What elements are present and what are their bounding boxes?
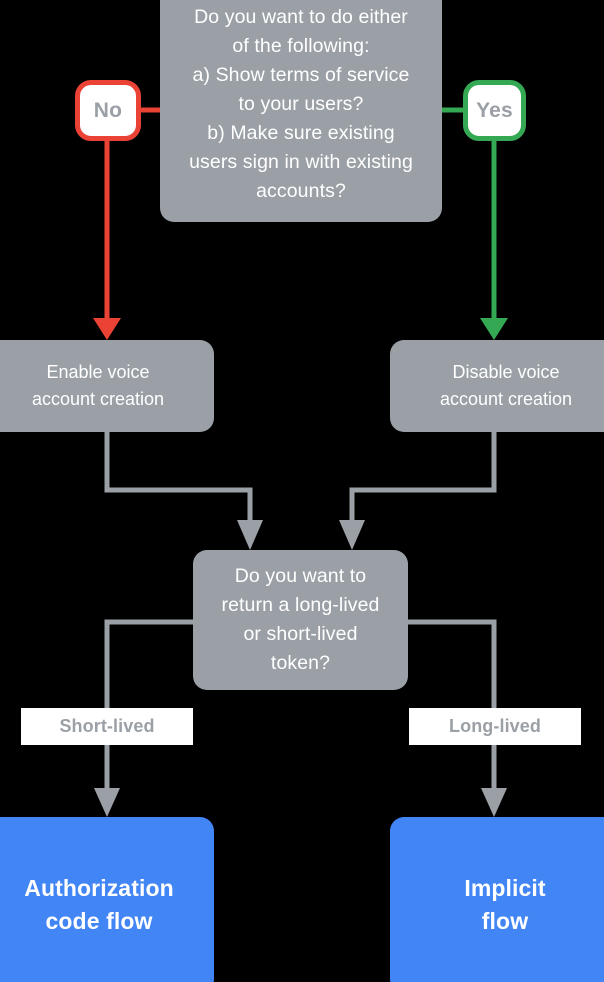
decision-node-token-lifetime: Do you want to return a long-lived or sh… [193,550,408,690]
edge-badge-yes-label: Yes [476,98,513,122]
edge-badge-no-label: No [93,98,123,122]
process-node-enable-voice-account-creation: Enable voice account creation [0,340,214,432]
edge-label-long-lived: Long-lived [409,708,581,745]
terminal-node-authorization-code-flow: Authorization code flow [0,817,214,982]
terminal-implicit-flow-text: Implicit flow [464,875,546,934]
process-node-disable-voice-account-creation: Disable voice account creation [390,340,604,432]
edge-no-arrowhead [93,318,121,340]
edge-badge-no: No [75,80,141,141]
decision-terms-text: Do you want to do either of the followin… [189,6,413,202]
edge-yes-arrowhead [480,318,508,340]
edge-label-short-lived: Short-lived [21,708,193,745]
decision-node-terms-of-service: Do you want to do either of the followin… [160,0,442,222]
edge-enable-arrowhead [237,520,263,550]
edge-long-arrowhead [481,788,507,817]
edge-enable-to-token [104,432,253,522]
edge-disable-to-token [349,432,497,522]
edge-label-long-lived-text: Long-lived [449,716,541,736]
edge-token-to-implicit [408,619,497,790]
terminal-node-implicit-flow: Implicit flow [390,817,604,982]
terminal-authorization-code-flow-text: Authorization code flow [24,875,174,934]
decision-token-text: Do you want to return a long-lived or sh… [221,565,380,674]
process-enable-text: Enable voice account creation [31,362,165,409]
edge-label-short-lived-text: Short-lived [59,716,155,736]
edge-token-to-auth [104,619,193,790]
process-disable-text: Disable voice account creation [439,362,573,409]
edge-disable-arrowhead [339,520,365,550]
edge-badge-yes: Yes [463,80,526,141]
edge-short-arrowhead [94,788,120,817]
